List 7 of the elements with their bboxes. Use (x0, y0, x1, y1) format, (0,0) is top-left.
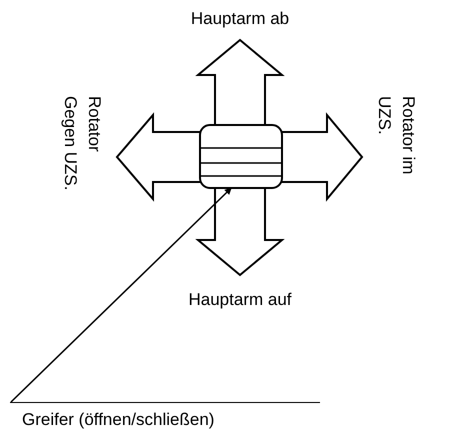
joystick-knob (199, 124, 283, 189)
direction-label: Hauptarm auf (188, 289, 292, 311)
direction-label: Rotator im UZS. (374, 96, 419, 176)
leader-line (10, 187, 232, 403)
leader-label: Greifer (öffnen/schließen) (10, 402, 320, 431)
direction-label: Rotator Gegen UZS. (60, 96, 105, 192)
direction-label: Hauptarm ab (190, 8, 290, 30)
